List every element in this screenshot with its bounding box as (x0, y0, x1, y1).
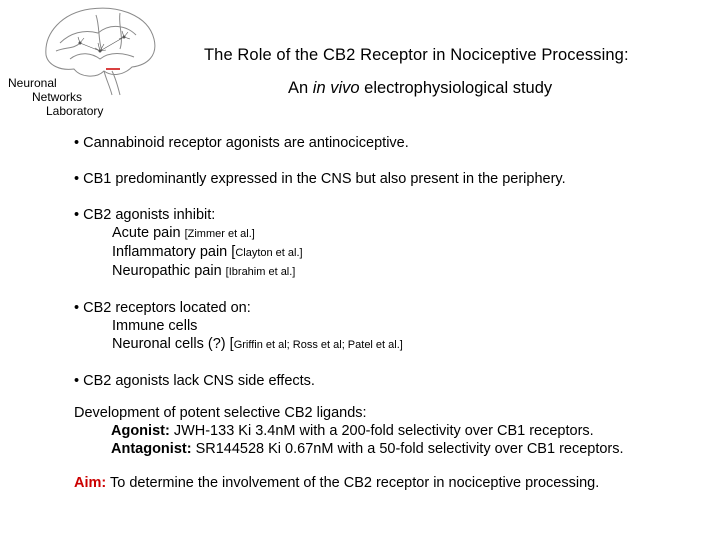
citation: [Ibrahim et al.] (225, 266, 296, 278)
aim-text: To determine the involvement of the CB2 … (106, 475, 600, 491)
antagonist-line: Antagonist: SR144528 Ki 0.67nM with a 50… (74, 440, 714, 458)
subtitle-before: An (288, 79, 313, 97)
citation: [Zimmer et al.] (184, 228, 255, 240)
bullet-agonists: • Cannabinoid receptor agonists are anti… (74, 135, 409, 151)
citation: Griffin et al; Ross et al; Patel et al.] (233, 339, 403, 351)
bullet-cb2-inhibit: • CB2 agonists inhibit: (74, 207, 216, 223)
list-item: Immune cells (74, 317, 714, 335)
lab-name: Neuronal Networks Laboratory (8, 76, 126, 118)
list-item-text: Acute pain (112, 225, 185, 241)
slide-subtitle: An in vivo electrophysiological study (288, 79, 552, 98)
lab-name-line-3: Laboratory (46, 104, 104, 118)
brain-icon (45, 7, 156, 96)
list-item: Acute pain [Zimmer et al.] (74, 224, 714, 243)
lab-name-line-1: Neuronal (8, 76, 57, 90)
agonist-text: JWH-133 Ki 3.4nM with a 200-fold selecti… (169, 423, 594, 439)
bullet-side-effects: • CB2 agonists lack CNS side effects. (74, 373, 315, 389)
list-item: Neuropathic pain [Ibrahim et al.] (74, 262, 714, 281)
agonist-line: Agonist: JWH-133 Ki 3.4nM with a 200-fol… (74, 422, 714, 440)
list-item: Inflammatory pain [Clayton et al.] (74, 243, 714, 262)
bullet-cb1-expression: • CB1 predominantly expressed in the CNS… (74, 171, 566, 187)
agonist-label: Agonist: (111, 423, 170, 439)
development-section: Development of potent selective CB2 liga… (74, 404, 714, 458)
antagonist-text: SR144528 Ki 0.67nM with a 50-fold select… (191, 441, 624, 457)
list-item-text: Neuropathic pain (112, 263, 226, 279)
subtitle-after: electrophysiological study (359, 79, 553, 97)
list-item-text: Neuronal cells (?) [ (112, 336, 234, 352)
lab-name-line-2: Networks (32, 90, 83, 104)
citation: Clayton et al.] (235, 247, 303, 259)
slide-content: • Cannabinoid receptor agonists are anti… (74, 134, 714, 492)
bullet-cb2-location: • CB2 receptors located on: (74, 300, 251, 316)
list-item-text: Inflammatory pain [ (112, 244, 236, 260)
antagonist-label: Antagonist: (111, 441, 192, 457)
development-heading: Development of potent selective CB2 liga… (74, 405, 367, 421)
list-item-text: Immune cells (112, 318, 198, 334)
list-item: Neuronal cells (?) [Griffin et al; Ross … (74, 335, 714, 354)
aim-line: Aim: To determine the involvement of the… (74, 474, 714, 492)
slide-title: The Role of the CB2 Receptor in Nocicept… (204, 46, 629, 64)
aim-label: Aim: (74, 475, 107, 491)
subtitle-italic: in vivo (312, 79, 360, 97)
